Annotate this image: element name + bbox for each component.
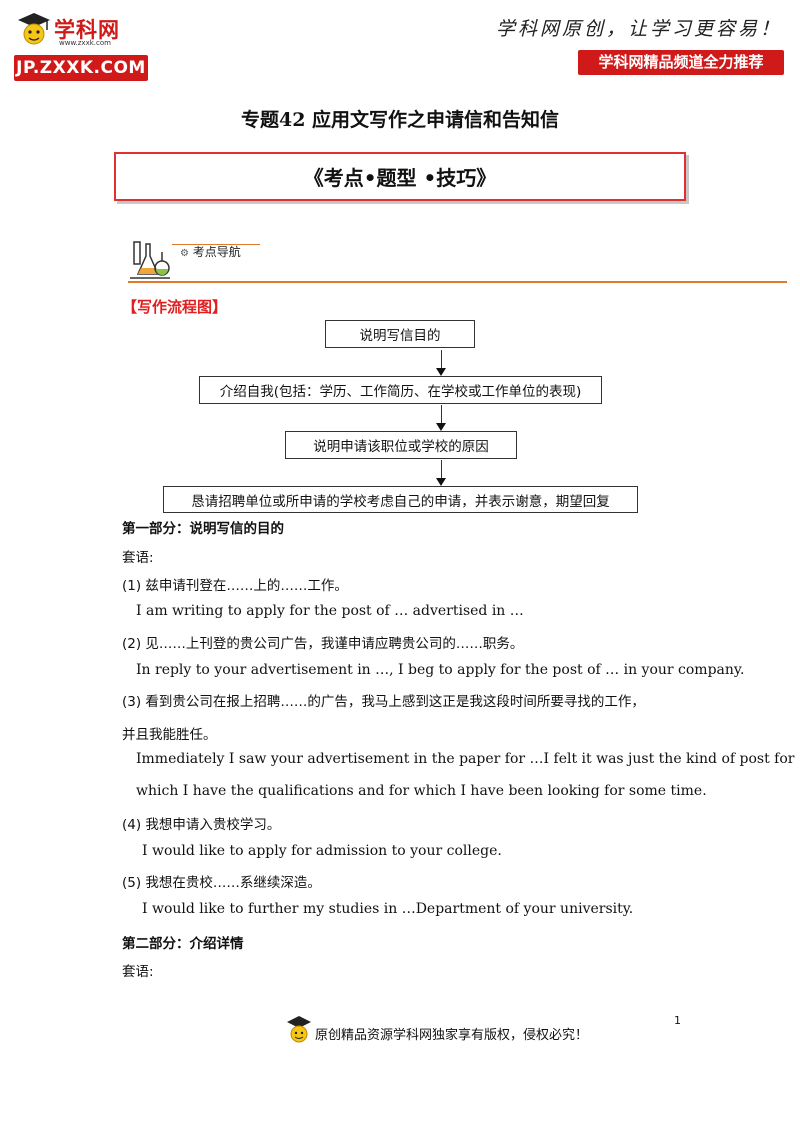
subtitle: 《考点•题型 •技巧》 <box>303 166 497 190</box>
phrase-cn-3b: 并且我能胜任。 <box>122 727 217 743</box>
logo-domain: JP.ZXXK.COM <box>14 55 148 81</box>
phrase-en-5: I would like to further my studies in …D… <box>142 901 634 917</box>
recommend-badge: 学科网精品频道全力推荐 <box>578 50 784 75</box>
page-title: 专题42 应用文写作之申请信和告知信 <box>240 109 560 131</box>
logo-url: www.zxxk.com <box>59 39 111 47</box>
phrase-en-1: I am writing to apply for the post of … … <box>136 603 524 619</box>
phrase-en-4: I would like to apply for admission to y… <box>142 843 502 859</box>
part1-label: 套语: <box>122 550 154 566</box>
arrow-down-icon <box>436 368 446 376</box>
arrow-down-icon <box>436 423 446 431</box>
phrase-cn-1: (1) 兹申请刊登在……上的……工作。 <box>122 578 348 594</box>
nav-label: ⚙ 考点导航 <box>180 245 241 259</box>
page-number: 1 <box>674 1014 681 1027</box>
flow-step-2: 介绍自我(包括：学历、工作简历、在学校或工作单位的表现) <box>199 376 602 404</box>
copyright-notice: 原创精品资源学科网独家享有版权，侵权必究！ <box>315 1028 589 1043</box>
flow-step-1: 说明写信目的 <box>325 320 475 348</box>
phrase-en-3b: which I have the qualifications and for … <box>136 783 707 799</box>
phrase-cn-5: (5) 我想在贵校……系继续深造。 <box>122 875 321 891</box>
mascot-icon <box>287 1016 311 1043</box>
phrase-en-2: In reply to your advertisement in …, I b… <box>136 662 745 678</box>
part2-heading: 第二部分：介绍详情 <box>122 936 244 952</box>
flow-heading: 【写作流程图】 <box>122 298 228 316</box>
phrase-en-3: Immediately I saw your advertisement in … <box>136 751 795 767</box>
logo-name: 学科网 <box>54 18 120 42</box>
flask-icon <box>130 241 170 279</box>
site-logo[interactable]: 学科网 www.zxxk.com JP.ZXXK.COM <box>14 10 164 81</box>
section-divider <box>128 281 787 283</box>
slogan: 学科网原创，让学习更容易！ <box>495 18 782 40</box>
flow-step-4: 恳请招聘单位或所申请的学校考虑自己的申请，并表示谢意，期望回复 <box>163 486 638 513</box>
phrase-cn-3: (3) 看到贵公司在报上招聘……的广告，我马上感到这正是我这段时间所要寻找的工作… <box>122 694 645 710</box>
phrase-cn-4: (4) 我想申请入贵校学习。 <box>122 817 281 833</box>
flow-step-3: 说明申请该职位或学校的原因 <box>285 431 517 459</box>
nav-underline <box>172 244 260 245</box>
part1-heading: 第一部分：说明写信的目的 <box>122 521 284 537</box>
subtitle-box: 《考点•题型 •技巧》 <box>114 152 686 201</box>
flow-arrow-3 <box>441 460 442 480</box>
part2-label: 套语: <box>122 964 154 980</box>
phrase-cn-2: (2) 见……上刊登的贵公司广告，我谨申请应聘贵公司的……职务。 <box>122 636 524 652</box>
arrow-down-icon <box>436 478 446 486</box>
mascot-icon <box>18 13 50 45</box>
flow-arrow-2 <box>441 405 442 425</box>
flow-arrow-1 <box>441 350 442 370</box>
gear-icon: ⚙ <box>180 248 189 259</box>
